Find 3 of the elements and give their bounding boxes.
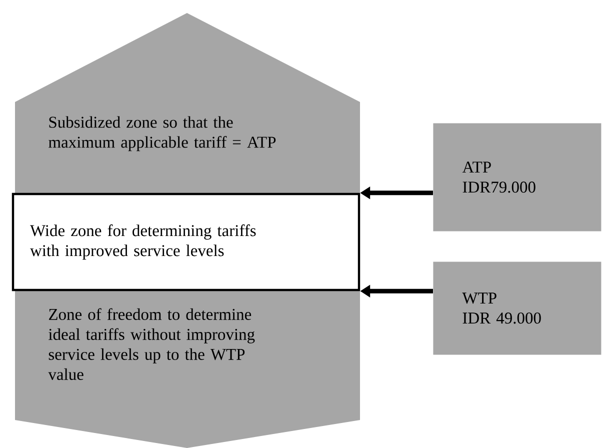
value-box: ATP IDR79.000 [433,123,602,232]
value-box: WTP IDR 49.000 [433,262,602,355]
zone-box: Wide zone for determining tariffs with improved service levels [12,192,360,292]
